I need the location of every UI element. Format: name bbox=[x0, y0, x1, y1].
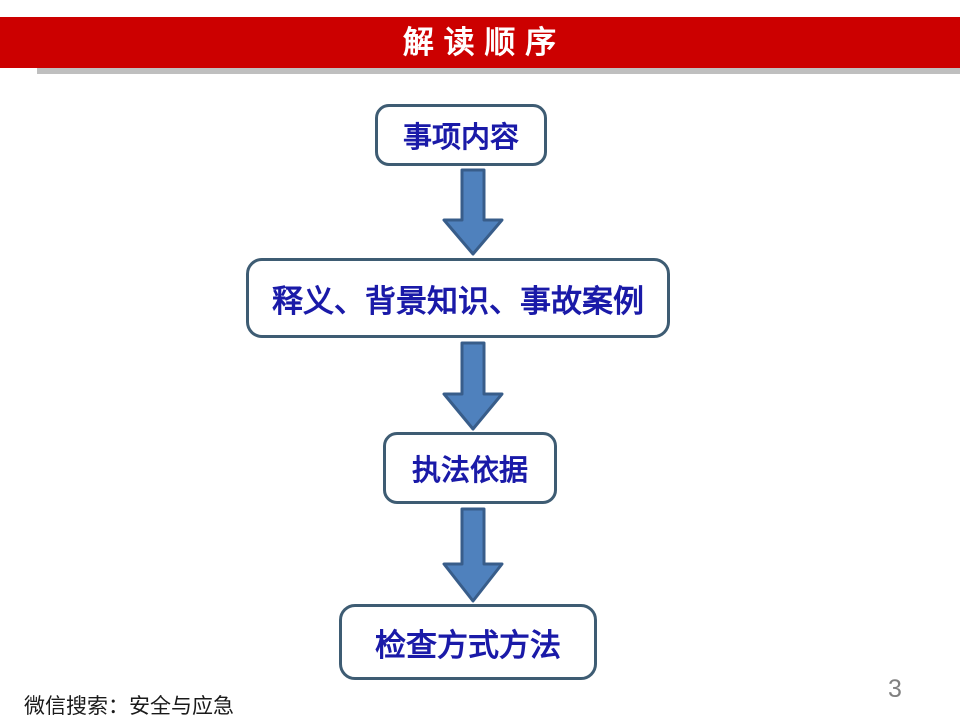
header-underline bbox=[37, 68, 960, 74]
page-title: 解 读 顺 序 bbox=[402, 25, 558, 60]
footer-note: 微信搜索：安全与应急 bbox=[24, 694, 234, 718]
down-arrow-icon bbox=[442, 507, 504, 603]
flow-step-3-label: 执法依据 bbox=[411, 455, 528, 487]
flow-step-2-label: 释义、背景知识、事故案例 bbox=[272, 283, 644, 319]
flow-step-3-box[interactable]: 执法依据 bbox=[383, 432, 557, 504]
flow-step-1-label: 事项内容 bbox=[402, 122, 519, 154]
page-number: 3 bbox=[888, 675, 902, 703]
header-band bbox=[0, 17, 960, 68]
flow-step-1-box[interactable]: 事项内容 bbox=[375, 104, 547, 166]
flow-step-4-label: 检查方式方法 bbox=[375, 627, 561, 663]
flow-step-4-box[interactable]: 检查方式方法 bbox=[339, 604, 597, 680]
down-arrow-icon bbox=[442, 341, 504, 431]
down-arrow-icon bbox=[442, 168, 504, 256]
flow-step-2-box[interactable]: 释义、背景知识、事故案例 bbox=[246, 258, 670, 338]
